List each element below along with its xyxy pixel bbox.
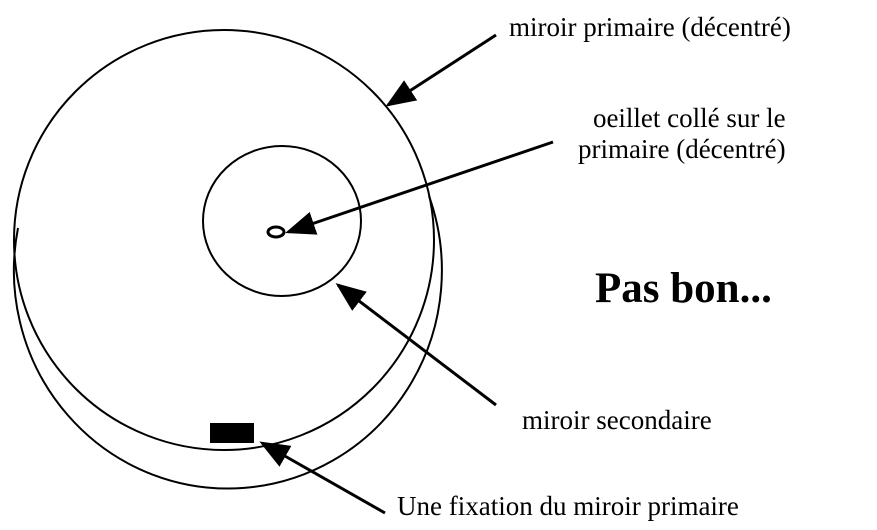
- arrow-secondary-mirror: [335, 283, 497, 407]
- fixation-block: [210, 423, 254, 443]
- oeillet-label: oeillet collé sur le primaire (décentré): [578, 103, 786, 165]
- primary-mirror-circle: [13, 29, 435, 451]
- oeillet-label-line2: primaire (décentré): [578, 134, 786, 164]
- secondary-mirror-circle: [202, 145, 362, 297]
- secondary-mirror-label: miroir secondaire: [522, 405, 712, 435]
- mirror-cell-arc: [12, 195, 443, 490]
- oeillet-marker: [266, 225, 286, 239]
- arrow-oeillet: [285, 140, 554, 235]
- verdict-text: Pas bon...: [595, 265, 772, 312]
- oeillet-label-line1: oeillet collé sur le: [592, 103, 786, 133]
- arrow-primary-mirror: [385, 33, 497, 107]
- primary-mirror-label: miroir primaire (décentré): [509, 12, 791, 42]
- arrow-fixation: [259, 441, 386, 515]
- fixation-label: Une fixation du miroir primaire: [397, 491, 739, 521]
